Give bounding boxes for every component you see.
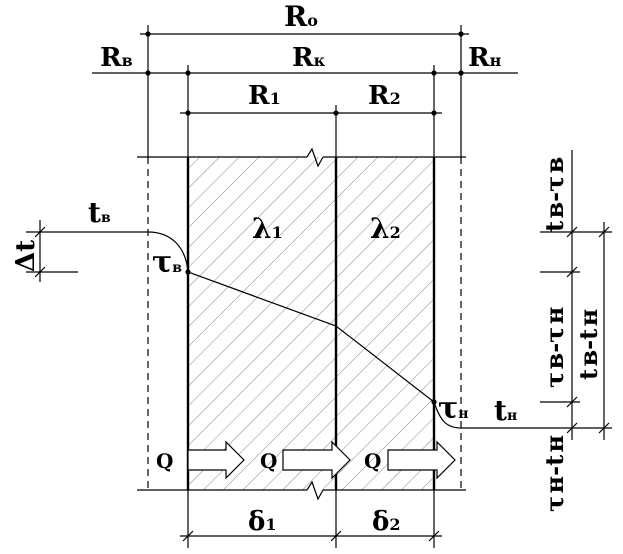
top-break-mark (306, 147, 324, 168)
label-tv-minus-tn: t в-t н (574, 309, 603, 380)
label-lambda-2: λ2 (370, 212, 401, 245)
heat-flow-arrow-2 (282, 440, 351, 480)
label-delta-t: Δt (11, 240, 41, 272)
label-t-n: tн (494, 394, 517, 427)
heat-flow-arrow-3 (387, 440, 456, 480)
label-r-o: Rо (284, 0, 318, 33)
label-r-1: R1 (248, 81, 281, 111)
temperature-profile (78, 231, 528, 429)
layer-2-hatch (336, 157, 434, 490)
label-tau-v: τв (152, 245, 182, 280)
label-tv-minus-tauv: t в-τ в (540, 157, 569, 232)
label-q-2: Q (260, 449, 277, 473)
heat-flow-arrow-1 (187, 440, 245, 480)
label-delta-1: δ1 (248, 507, 276, 537)
label-tau-n: τн (438, 391, 468, 426)
label-q-3: Q (364, 449, 381, 473)
label-r-k: Rк (292, 43, 326, 73)
label-lambda-1: λ1 (252, 212, 283, 245)
label-r-n: Rн (468, 43, 502, 73)
label-taun-minus-tn: τ н-t н (540, 435, 569, 512)
label-r-v: Rв (100, 43, 133, 73)
layer-1-hatch (188, 157, 336, 490)
label-delta-2: δ2 (372, 507, 400, 537)
label-q-1: Q (156, 449, 173, 473)
label-r-2: R2 (368, 81, 401, 111)
bottom-break-mark (306, 480, 324, 501)
label-tauv-minus-taun: τ в-τ н (540, 307, 569, 388)
label-t-v: tв (88, 196, 111, 229)
